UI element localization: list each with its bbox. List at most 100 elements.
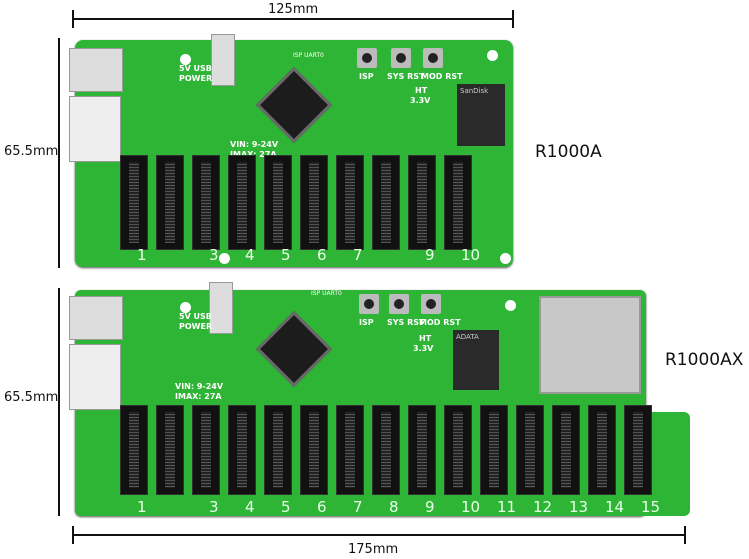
power-connector <box>69 344 121 410</box>
width-label-top: 125mm <box>268 2 319 17</box>
height-label-top: 65.5mm <box>4 144 59 159</box>
mounting-hole <box>180 54 191 65</box>
pcie-slot <box>156 405 184 495</box>
mounting-hole <box>487 50 498 61</box>
pcie-slot <box>156 155 184 250</box>
pcie-slot <box>624 405 652 495</box>
height-dimension-line-top <box>58 38 60 268</box>
slot-number: 1 <box>137 246 147 264</box>
microsd-card: ADATA <box>453 330 499 390</box>
isp-label: ISP <box>359 72 374 81</box>
slot-number: 4 <box>245 498 255 516</box>
slot-number: 6 <box>317 246 327 264</box>
model-label-r1000a: R1000A <box>535 142 602 162</box>
pcie-slot <box>444 405 472 495</box>
slot-number: 10 <box>461 498 481 516</box>
pcie-slot <box>300 405 328 495</box>
pcie-slot <box>120 155 148 250</box>
pcie-slot <box>516 405 544 495</box>
usb-b-connector <box>69 296 123 340</box>
pcie-slot <box>264 155 292 250</box>
pcie-slot <box>336 155 364 250</box>
mounting-hole <box>500 253 511 264</box>
mini-usb-port <box>211 34 235 86</box>
mounting-hole <box>219 253 230 264</box>
mod-rst-button <box>423 48 443 68</box>
pcie-slot <box>408 405 436 495</box>
width-dimension-line-bottom <box>72 534 686 536</box>
mcu-chip <box>255 310 333 388</box>
pcie-slot <box>444 155 472 250</box>
mod-rst-label: MOD RST <box>421 72 463 81</box>
isp-button <box>359 294 379 314</box>
isp-label: ISP <box>359 318 374 327</box>
isp-button <box>357 48 377 68</box>
sys-rst-button <box>389 294 409 314</box>
slot-number: 9 <box>425 498 435 516</box>
sd-card-slot <box>539 296 641 394</box>
slot-number: 7 <box>353 246 363 264</box>
slot-number: 3 <box>209 246 219 264</box>
width-dimension-line-top <box>72 18 514 20</box>
pcie-slot <box>372 155 400 250</box>
usb-b-connector <box>69 48 123 92</box>
sys-rst-label: SYS RST <box>387 72 425 81</box>
slot-number: 6 <box>317 498 327 516</box>
sys-rst-label: SYS RST <box>387 318 425 327</box>
slot-number: 4 <box>245 246 255 264</box>
sys-rst-button <box>391 48 411 68</box>
slot-number: 13 <box>569 498 589 516</box>
ht-label: HT <box>415 86 428 95</box>
model-label-r1000ax: R1000AX <box>665 350 744 370</box>
microsd-card: SanDisk <box>457 84 505 146</box>
pcie-slot <box>228 405 256 495</box>
pcie-slot <box>480 405 508 495</box>
mcu-chip <box>255 66 333 144</box>
pcie-slot <box>552 405 580 495</box>
height-label-bottom: 65.5mm <box>4 390 59 405</box>
mounting-hole <box>505 300 516 311</box>
width-label-bottom: 175mm <box>348 542 399 557</box>
pcie-slot <box>192 405 220 495</box>
slot-number: 12 <box>533 498 553 516</box>
dimension-tick <box>512 10 514 28</box>
slot-number: 8 <box>389 498 399 516</box>
slot-number: 10 <box>461 246 481 264</box>
mounting-hole <box>180 302 191 313</box>
3v3-label: 3.3V <box>413 344 434 353</box>
pcie-slot <box>588 405 616 495</box>
dimension-tick <box>72 526 74 544</box>
pcie-slot <box>408 155 436 250</box>
mini-usb-port <box>209 282 233 334</box>
pcie-slot <box>372 405 400 495</box>
height-dimension-line-bottom <box>58 288 60 516</box>
slot-number: 15 <box>641 498 661 516</box>
ht-label: HT <box>419 334 432 343</box>
slot-number: 5 <box>281 498 291 516</box>
pcie-slot <box>336 405 364 495</box>
dimension-tick <box>684 526 686 544</box>
slot-number: 5 <box>281 246 291 264</box>
dimension-tick <box>72 10 74 28</box>
pcie-slot <box>228 155 256 250</box>
slot-number: 11 <box>497 498 517 516</box>
mod-rst-label: MOD RST <box>419 318 461 327</box>
isp-uart-label: ISP UART0 <box>311 290 342 297</box>
pcie-slot <box>300 155 328 250</box>
isp-uart-label: ISP UART0 <box>293 52 324 59</box>
slot-number: 14 <box>605 498 625 516</box>
slot-number: 7 <box>353 498 363 516</box>
power-connector <box>69 96 121 162</box>
mod-rst-button <box>421 294 441 314</box>
pcie-slot <box>192 155 220 250</box>
slot-number: 1 <box>137 498 147 516</box>
3v3-label: 3.3V <box>410 96 431 105</box>
pcie-slot <box>120 405 148 495</box>
pcie-slot <box>264 405 292 495</box>
